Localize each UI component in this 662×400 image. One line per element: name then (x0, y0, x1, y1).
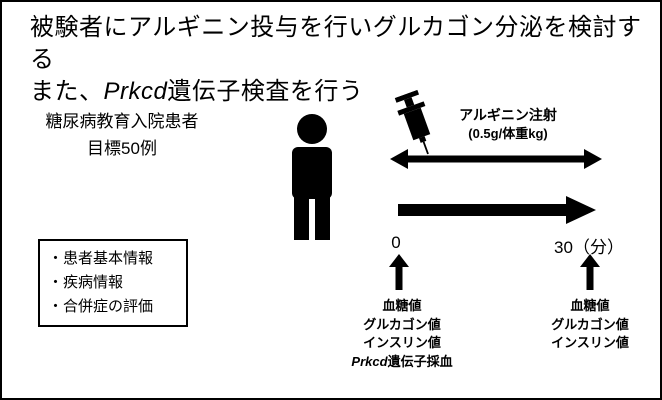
sample-item: インスリン値 (551, 335, 629, 350)
time-start-label: 0 (391, 233, 401, 252)
person-icon (283, 113, 341, 241)
right-arrow-icon (398, 196, 596, 224)
sample-item: グルカゴン値 (363, 316, 441, 332)
syringe-icon (388, 87, 446, 160)
title-line2: また、Prkcd遺伝子検査を行う (30, 76, 652, 108)
sample-gene-name: Prkcd (351, 353, 388, 369)
baseline-item: ・疾病情報 (48, 274, 124, 291)
time-end-label: 30（分） (554, 238, 624, 257)
injection-name: アルギニン注射 (459, 107, 557, 123)
double-headed-arrow-icon (390, 148, 602, 170)
up-arrow-start-icon (389, 254, 409, 290)
sample-item: グルカゴン値 (551, 316, 629, 332)
sample-item-gene: Prkcd遺伝子採血 (338, 353, 466, 372)
sample-item: 血糖値 (382, 298, 422, 313)
subjects-line1: 糖尿病教育入院患者 (45, 112, 199, 131)
sample-gene-suffix: 遺伝子採血 (387, 353, 453, 369)
samples-at-end: 血糖値 グルカゴン値 インスリン値 (528, 297, 652, 353)
up-arrow-end-icon (580, 254, 600, 290)
baseline-item: ・合併症の評価 (48, 298, 154, 315)
title-line2-suffix: 遺伝子検査を行う (167, 78, 364, 105)
title-line1: 被験者にアルギニン投与を行いグルカゴン分泌を検討する (30, 14, 642, 73)
sample-item: インスリン値 (363, 335, 441, 350)
title-gene-name: Prkcd (103, 78, 168, 105)
sample-item: 血糖値 (570, 298, 610, 313)
injection-dose: (0.5g/体重kg) (468, 126, 548, 141)
title-line2-prefix: また、 (30, 78, 104, 105)
subjects-label: 糖尿病教育入院患者 目標50例 (40, 108, 204, 162)
subjects-line2: 目標50例 (87, 139, 157, 158)
samples-at-start: 血糖値 グルカゴン値 インスリン値 Prkcd遺伝子採血 (338, 297, 466, 371)
injection-label: アルギニン注射 (0.5g/体重kg) (440, 105, 576, 143)
baseline-item: ・患者基本情報 (48, 250, 154, 267)
baseline-info-box: ・患者基本情報 ・疾病情報 ・合併症の評価 (38, 239, 188, 327)
diagram-title: 被験者にアルギニン投与を行いグルカゴン分泌を検討する また、Prkcd遺伝子検査… (30, 12, 652, 108)
